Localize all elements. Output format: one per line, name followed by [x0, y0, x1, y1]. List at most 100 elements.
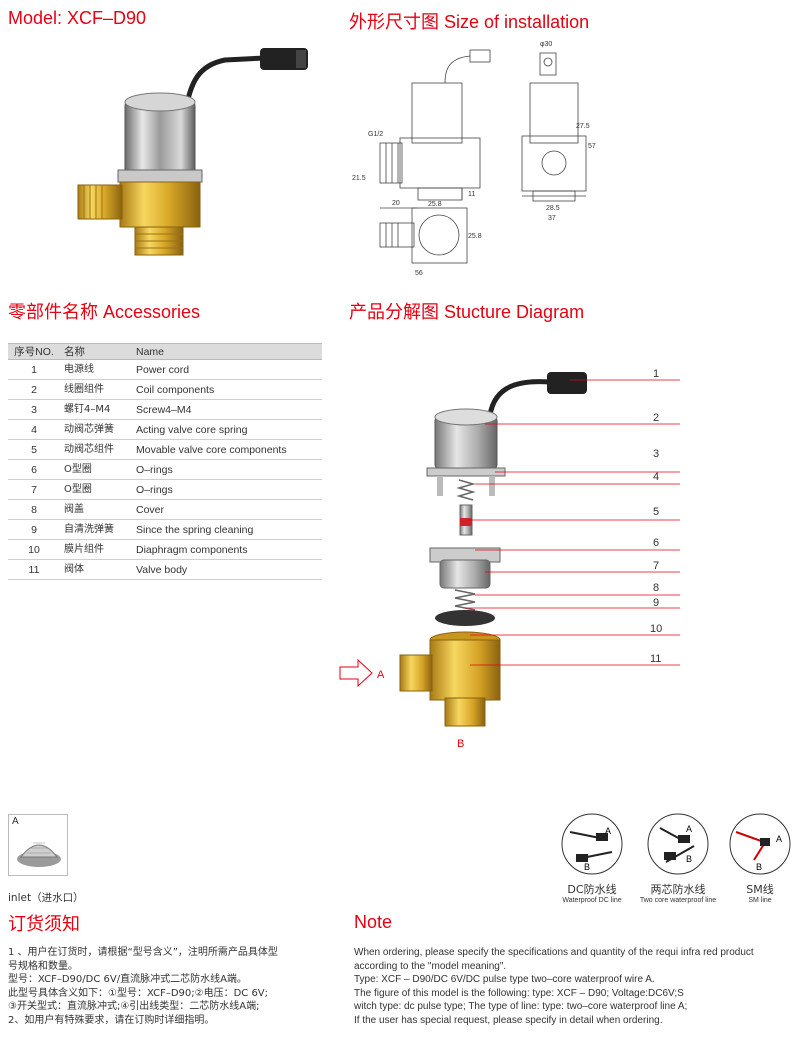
wire-dc-cn: DC防水线 [567, 883, 617, 896]
structure-diagram: 1 2 3 4 5 6 7 8 9 10 11 A B [339, 368, 680, 750]
row-cn: O型圈 [60, 459, 132, 480]
two-core-wire-icon: A B [647, 813, 709, 875]
row-no: 2 [8, 379, 60, 400]
model-title: Model: XCF–D90 [8, 8, 147, 28]
row-no: 8 [8, 499, 60, 520]
wire-sm: A B SM线 SM line [724, 812, 796, 908]
label-2: 2 [653, 412, 659, 424]
row-no: 9 [8, 519, 60, 540]
row-en: O–rings [132, 479, 322, 500]
note-line: When ordering, please specify the specif… [354, 947, 754, 958]
installation-title-cn: 外形尺寸图 [349, 12, 439, 33]
label-8: 8 [653, 582, 659, 594]
row-en: Power cord [132, 359, 322, 380]
note-line: according to the "model meaning". [354, 960, 507, 972]
row-cn: 动阀芯组件 [60, 439, 132, 460]
note-body: When ordering, please specify the specif… [354, 946, 794, 1028]
dc-wire-icon: A B [561, 813, 623, 875]
label-9: 9 [653, 597, 659, 609]
row-en: Movable valve core components [132, 439, 322, 460]
note-line: The figure of this model is the followin… [354, 987, 684, 999]
dim-27-5: 27.5 [576, 123, 590, 130]
accessories-title-cn: 零部件名称 [8, 302, 98, 323]
ordering-body: 1 、用户在订货时，请根据“型号含义”，注明所需产品具体型 号规格和数量。 型号… [8, 946, 338, 1028]
wire-dc-en: Waterproof DC line [562, 897, 622, 904]
product-photo [77, 48, 308, 256]
installation-title: 外形尺寸图 Size of installation [349, 8, 589, 34]
dim-25-8-b: 25.8 [468, 233, 482, 240]
dim-11: 11 [468, 191, 475, 198]
wire-two-core-b: B [686, 854, 692, 864]
row-cn: 螺钉4–M4 [60, 399, 132, 420]
table-header-row: 序号NO. 名称 Name [8, 343, 322, 360]
structure-title-cn: 产品分解图 [349, 302, 439, 323]
note-line: If the user has special request, please … [354, 1014, 663, 1026]
row-en: Coil components [132, 379, 322, 400]
row-cn: 阀体 [60, 559, 132, 580]
wire-dc-a: A [605, 826, 611, 836]
row-en: O–rings [132, 459, 322, 480]
row-no: 1 [8, 359, 60, 380]
dim-g12: G1/2 [368, 131, 383, 138]
ordering-line: 此型号具体含义如下：①型号：XCF–D90;②电压：DC 6V; [8, 987, 269, 999]
structure-title: 产品分解图 Stucture Diagram [349, 298, 584, 324]
row-no: 10 [8, 539, 60, 560]
installation-title-en: Size of installation [444, 12, 590, 32]
header-cn: 名称 [60, 343, 132, 360]
row-en: Valve body [132, 559, 322, 580]
row-en: Screw4–M4 [132, 399, 322, 420]
note-line: witch type: dc pulse type; The type of l… [354, 1001, 688, 1013]
row-no: 5 [8, 439, 60, 460]
dim-57: 57 [588, 143, 596, 150]
row-en: Cover [132, 499, 322, 520]
wire-sm-a: A [776, 834, 782, 844]
structure-title-en: Stucture Diagram [444, 302, 585, 322]
wire-sm-b: B [756, 862, 762, 872]
row-cn: 线圈组件 [60, 379, 132, 400]
row-no: 11 [8, 559, 60, 580]
row-no: 3 [8, 399, 60, 420]
note-title: Note [354, 912, 393, 932]
wire-two-core-en: Two core waterproof line [639, 897, 717, 904]
wire-sm-cn: SM线 [746, 883, 774, 896]
header-no: 序号NO. [8, 343, 60, 360]
sm-wire-icon: A B [729, 813, 791, 875]
label-5: 5 [653, 506, 659, 518]
label-7: 7 [653, 560, 659, 572]
ordering-line: 1 、用户在订货时，请根据“型号含义”，注明所需产品具体型 [8, 947, 278, 958]
row-cn: 膜片组件 [60, 539, 132, 560]
label-10: 10 [650, 623, 662, 635]
row-no: 6 [8, 459, 60, 480]
dim-25-8-a: 25.8 [428, 201, 442, 208]
installation-drawing: φ30 G1/2 20 21.5 11 27.5 57 28.5 37 25.8… [352, 41, 596, 277]
wire-dc-b: B [584, 862, 590, 872]
row-no: 7 [8, 479, 60, 500]
inlet-caption: inlet（进水口） [8, 892, 84, 904]
wire-sm-en: SM line [748, 897, 772, 904]
dim-28-5: 28.5 [546, 205, 560, 212]
row-cn: 自清洗弹簧 [60, 519, 132, 540]
row-cn: 电源线 [60, 359, 132, 380]
row-cn: 动阀芯弹簧 [60, 419, 132, 440]
dim-37: 37 [548, 215, 556, 222]
inlet-box-label: A [12, 816, 19, 827]
dim-phi30: φ30 [540, 41, 552, 48]
ordering-line: 号规格和数量。 [8, 960, 78, 972]
inlet-photo-box: A [8, 814, 68, 876]
note-line: Type: XCF – D90/DC 6V/DC pulse type two–… [354, 974, 655, 986]
label-1: 1 [653, 368, 659, 380]
label-11: 11 [650, 653, 661, 665]
ordering-line: 2、如用户有特殊要求，请在订购时详细指明。 [8, 1014, 215, 1026]
arrow-b-label: B [457, 738, 464, 750]
dim-20: 20 [392, 200, 400, 207]
